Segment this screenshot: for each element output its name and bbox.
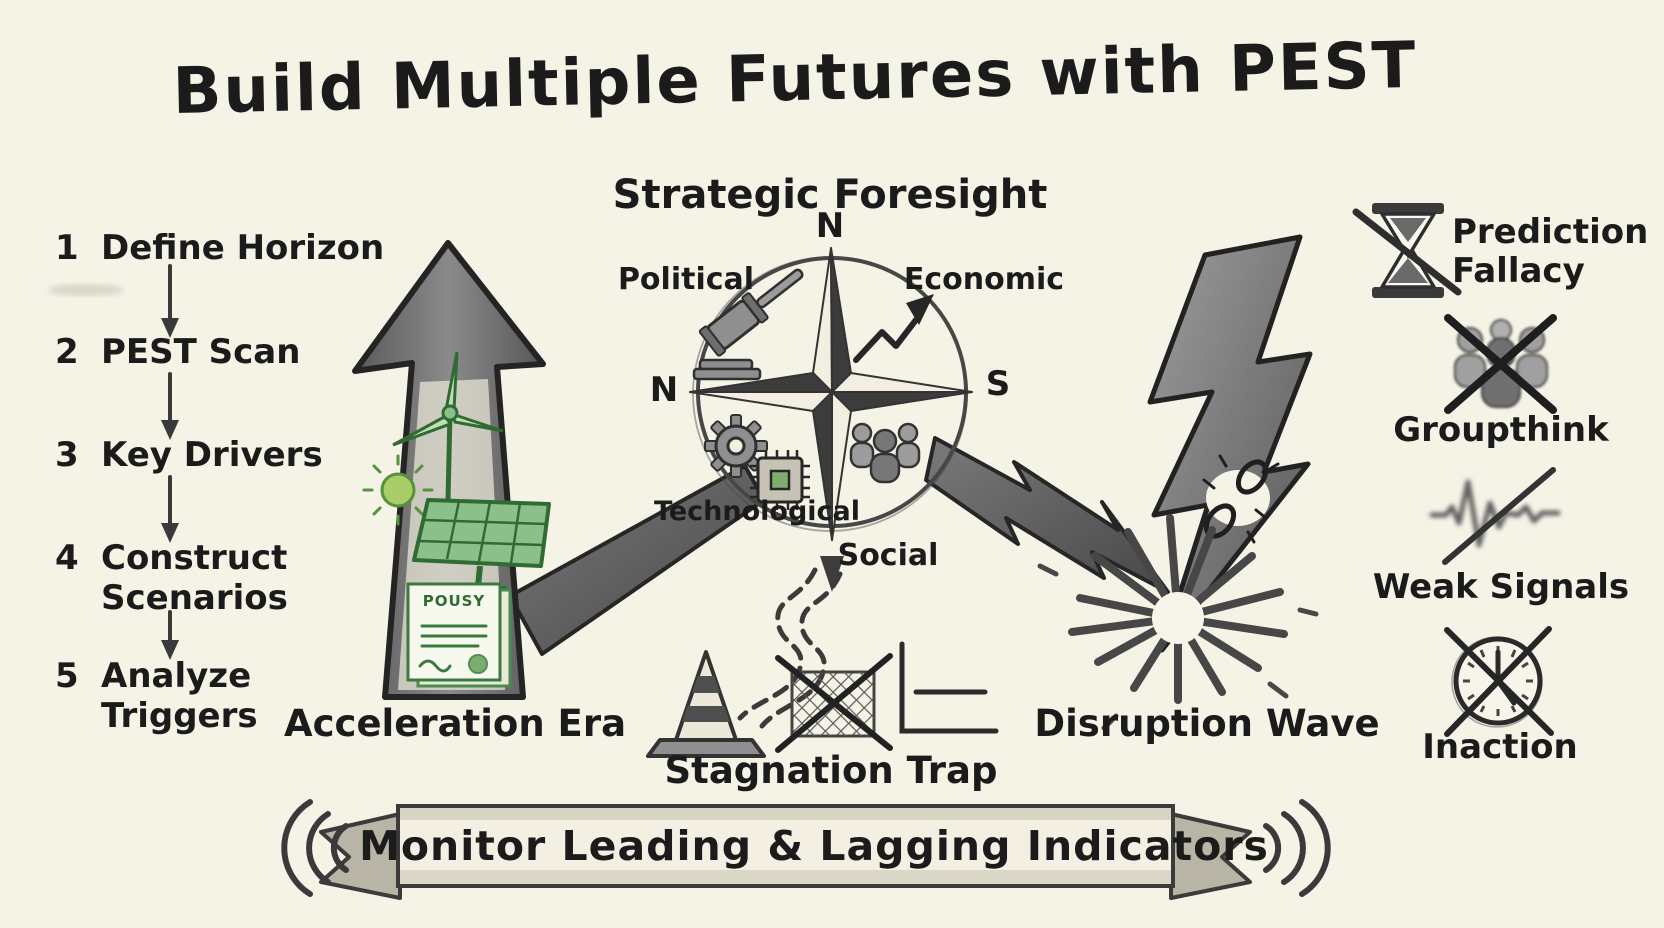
- pitfall-weak-signals-label: Weak Signals: [1372, 567, 1630, 607]
- step-number: 2: [55, 332, 79, 372]
- quadrant-economic-label: Economic: [903, 262, 1065, 297]
- winding-road: [737, 567, 843, 729]
- explosion-burst-icon: [1037, 514, 1319, 731]
- step-number: 3: [55, 435, 79, 475]
- gear-icon: [704, 414, 768, 478]
- solar-panel-icon: [412, 498, 551, 592]
- step-number: 1: [55, 228, 79, 268]
- quadrant-social-label: Social: [837, 538, 939, 573]
- traffic-cone-icon: [646, 650, 766, 758]
- policy-document-title: POUSY: [422, 592, 486, 610]
- process-step-3: 3 Key Drivers: [55, 435, 323, 475]
- cardinal-east: S: [985, 364, 1011, 404]
- quadrant-technological-label: Technological: [653, 496, 861, 527]
- wind-turbine-icon: [392, 351, 504, 501]
- scenario-disruption-label: Disruption Wave: [1034, 702, 1380, 745]
- people-icon: [849, 422, 921, 484]
- broken-chain-icon: [1202, 454, 1280, 544]
- step-label: Define Horizon: [101, 228, 385, 268]
- blocked-grid-icon: [775, 653, 893, 753]
- pitfall-groupthink-label: Groupthink: [1393, 410, 1609, 450]
- acceleration-arrow-illustration: [352, 240, 551, 700]
- process-step-1: 1 Define Horizon: [55, 228, 384, 268]
- step-label: PEST Scan: [101, 332, 301, 372]
- cardinal-north: N: [815, 206, 845, 246]
- quadrant-political-label: Political: [617, 262, 755, 297]
- sun-icon: [362, 454, 434, 526]
- south-arrowhead: [820, 556, 844, 592]
- pitfall-inaction-label: Inaction: [1422, 727, 1578, 767]
- lightning-bolt-illustration: [1037, 234, 1319, 731]
- banner-text: Monitor Leading & Lagging Indicators: [359, 822, 1269, 870]
- connector-beam: [508, 464, 766, 656]
- policy-document-icon: [406, 582, 512, 688]
- sound-waves-right-icon: [1263, 799, 1331, 897]
- group-crossed-icon: [1444, 314, 1557, 414]
- step-label: Key Drivers: [101, 435, 323, 475]
- banner-ribbon: [281, 799, 1331, 900]
- cardinal-west: N: [649, 370, 679, 410]
- connector-zigzag-arrow: [924, 436, 1170, 594]
- compass-title: Strategic Foresight: [612, 172, 1048, 218]
- scenario-stagnation-label: Stagnation Trap: [664, 749, 998, 792]
- hourglass-slash-icon: [1352, 203, 1462, 298]
- sound-waves-left-icon: [281, 799, 349, 897]
- step-number: 5: [55, 656, 79, 696]
- process-step-2: 2 PEST Scan: [55, 332, 300, 372]
- waveform-slash-icon: [1429, 467, 1561, 565]
- pencil-smudge: [48, 284, 124, 296]
- clock-crossed-icon: [1444, 626, 1554, 737]
- chip-icon: [750, 450, 810, 510]
- compass-illustration: [689, 247, 973, 592]
- pitfall-prediction-fallacy-label: Prediction Fallacy: [1452, 212, 1649, 291]
- step-number: 4: [55, 538, 79, 578]
- gavel-icon: [692, 268, 804, 381]
- process-flow-arrows: [161, 264, 179, 660]
- trend-up-icon: [853, 294, 934, 363]
- flatline-chart-icon: [899, 641, 999, 734]
- scenario-acceleration-label: Acceleration Era: [283, 702, 627, 745]
